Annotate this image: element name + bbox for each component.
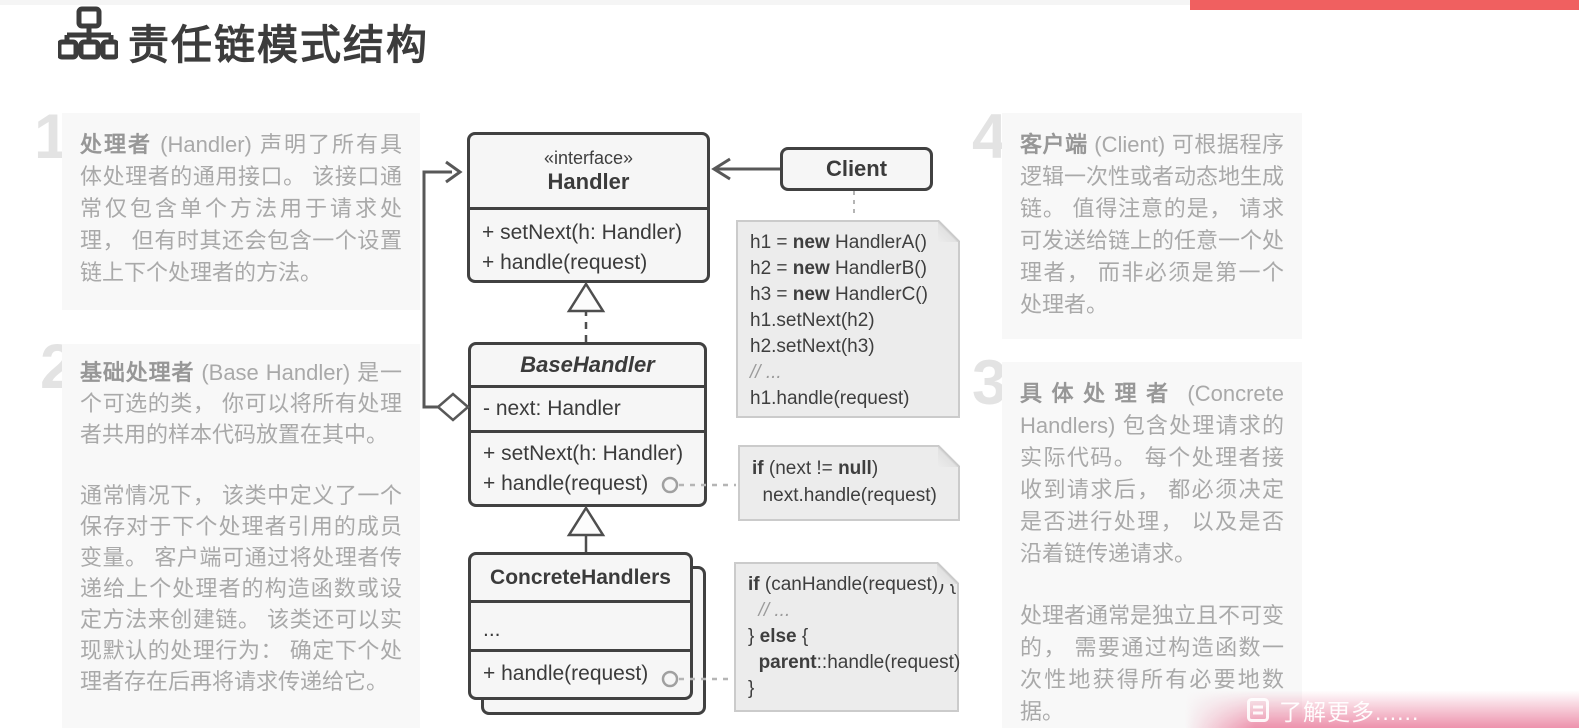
page-title: 责任链模式结构 bbox=[128, 22, 429, 68]
uml-class-concrete-handlers: ConcreteHandlers ... + handle(request) bbox=[468, 552, 693, 700]
note-can-handle: if (canHandle(request)) { // ...} else {… bbox=[734, 562, 960, 712]
client-handler-arrow bbox=[711, 157, 780, 181]
video-progress-bar[interactable] bbox=[1190, 0, 1579, 10]
aggregation-diamond bbox=[436, 392, 470, 422]
concrete-handlers-method-handle: + handle(request) bbox=[483, 662, 649, 685]
annotation-client: 客户端 (Client) 可根据程序逻辑一次性或者动态地生成链。 值得注意的是，… bbox=[1002, 113, 1302, 339]
learn-more-label: 了解更多...... bbox=[1279, 698, 1420, 725]
handler-class-name: Handler bbox=[547, 168, 630, 194]
concrete-handlers-class-name: ConcreteHandlers bbox=[490, 565, 671, 589]
base-handler-method-setnext: + setNext(h: Handler) bbox=[483, 442, 684, 465]
note-client-code: h1 = new HandlerA()h2 = new HandlerB()h3… bbox=[736, 220, 960, 418]
base-handler-method-handle: + handle(request) bbox=[483, 472, 649, 495]
base-handler-field-next: - next: Handler bbox=[483, 397, 621, 420]
annotation-concrete-handlers: 具体处理者 (Concrete Handlers) 包含处理请求的实际代码。 每… bbox=[1002, 362, 1302, 728]
document-icon bbox=[1247, 697, 1269, 722]
aggregation-association bbox=[422, 160, 470, 422]
uml-class-client: Client bbox=[780, 147, 933, 191]
inheritance-concrete-to-base bbox=[566, 505, 606, 552]
learn-more-banner[interactable]: 了解更多...... bbox=[1185, 691, 1579, 728]
video-progress-track[interactable] bbox=[0, 0, 1512, 5]
uml-class-handler: «interface» Handler + setNext(h: Handler… bbox=[467, 132, 710, 283]
concrete-handlers-ellipsis: ... bbox=[483, 618, 501, 641]
note-next-check: if (next != null) next.handle(request) bbox=[738, 445, 960, 521]
client-class-name: Client bbox=[825, 156, 888, 181]
annotation-number-4: 4 bbox=[972, 102, 1008, 172]
annotation-handler: 处理者 (Handler) 声明了所有具体处理者的通用接口。 该接口通常仅包含单… bbox=[62, 113, 420, 310]
uml-class-base-handler: BaseHandler - next: Handler + setNext(h:… bbox=[468, 342, 707, 507]
sitemap-icon bbox=[58, 6, 118, 60]
handler-stereotype: «interface» bbox=[543, 147, 634, 168]
annotation-number-3: 3 bbox=[972, 348, 1008, 418]
handler-method-setnext: + setNext(h: Handler) bbox=[482, 221, 683, 244]
handler-method-handle: + handle(request) bbox=[482, 251, 648, 274]
base-handler-class-name: BaseHandler bbox=[520, 352, 655, 377]
realization-base-to-handler bbox=[566, 281, 606, 342]
annotation-base-handler: 基础处理者 (Base Handler) 是一个可选的类， 你可以将所有处理者共… bbox=[62, 344, 420, 728]
